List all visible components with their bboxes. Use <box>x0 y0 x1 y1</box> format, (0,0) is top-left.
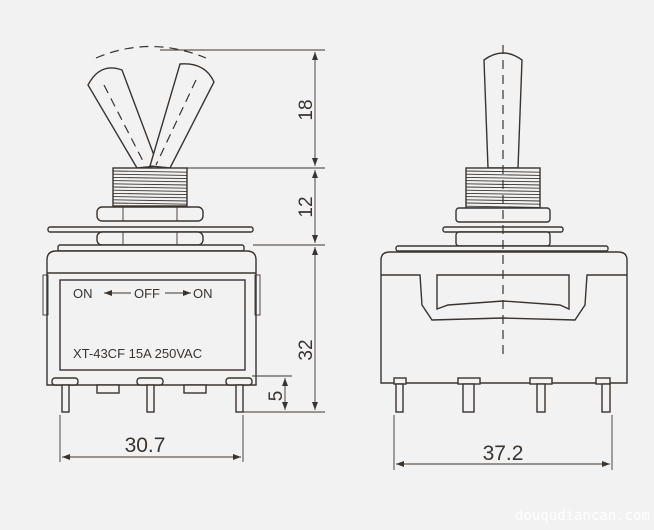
upper-nut <box>96 206 204 222</box>
label-model: XT-43CF 15A 250VAC <box>73 346 202 361</box>
thread-line <box>112 180 188 183</box>
thread-line <box>112 189 188 192</box>
switch-body <box>42 244 261 394</box>
dim-label-12: 12 <box>296 196 317 217</box>
dim-label-37-2: 37.2 <box>483 442 524 465</box>
thread-line <box>465 192 541 196</box>
label-on-right: ON <box>193 286 213 301</box>
dimension-lines-right <box>393 415 613 470</box>
thread-line <box>112 176 188 180</box>
switch-body-front <box>380 245 628 384</box>
thread-line <box>112 196 188 199</box>
thread-line <box>112 183 188 186</box>
thread-line <box>112 173 188 176</box>
thread-line <box>112 202 188 205</box>
right-view: 37.2 <box>380 45 628 470</box>
pins <box>51 377 253 413</box>
thread-line <box>112 170 188 173</box>
lever-arc <box>95 45 207 59</box>
thread-line <box>112 186 188 189</box>
thread-line <box>112 199 188 202</box>
label-on-left: ON <box>73 286 93 301</box>
thread-line <box>465 176 541 180</box>
thread-line <box>465 205 541 208</box>
dim-label-18: 18 <box>296 99 317 120</box>
lower-nut <box>96 231 204 246</box>
toggle-lever-left <box>87 67 159 169</box>
thread-line <box>465 173 541 176</box>
left-view: ON OFF ON XT-43CF 15A 250VAC 18 12 32 5 … <box>42 45 325 462</box>
dimension-lines-left <box>59 49 325 462</box>
toggle-lever-right <box>149 63 215 169</box>
label-off: OFF <box>134 286 160 301</box>
thread-line <box>112 192 188 196</box>
thread-line <box>465 189 541 192</box>
mounting-plate <box>47 226 254 233</box>
threaded-bushing <box>112 167 188 207</box>
dim-label-30-7: 30.7 <box>125 434 166 457</box>
watermark: douqudiancan.com <box>515 508 650 524</box>
dim-label-32: 32 <box>296 339 317 360</box>
dim-label-5: 5 <box>266 391 287 402</box>
pins-front <box>393 377 611 413</box>
